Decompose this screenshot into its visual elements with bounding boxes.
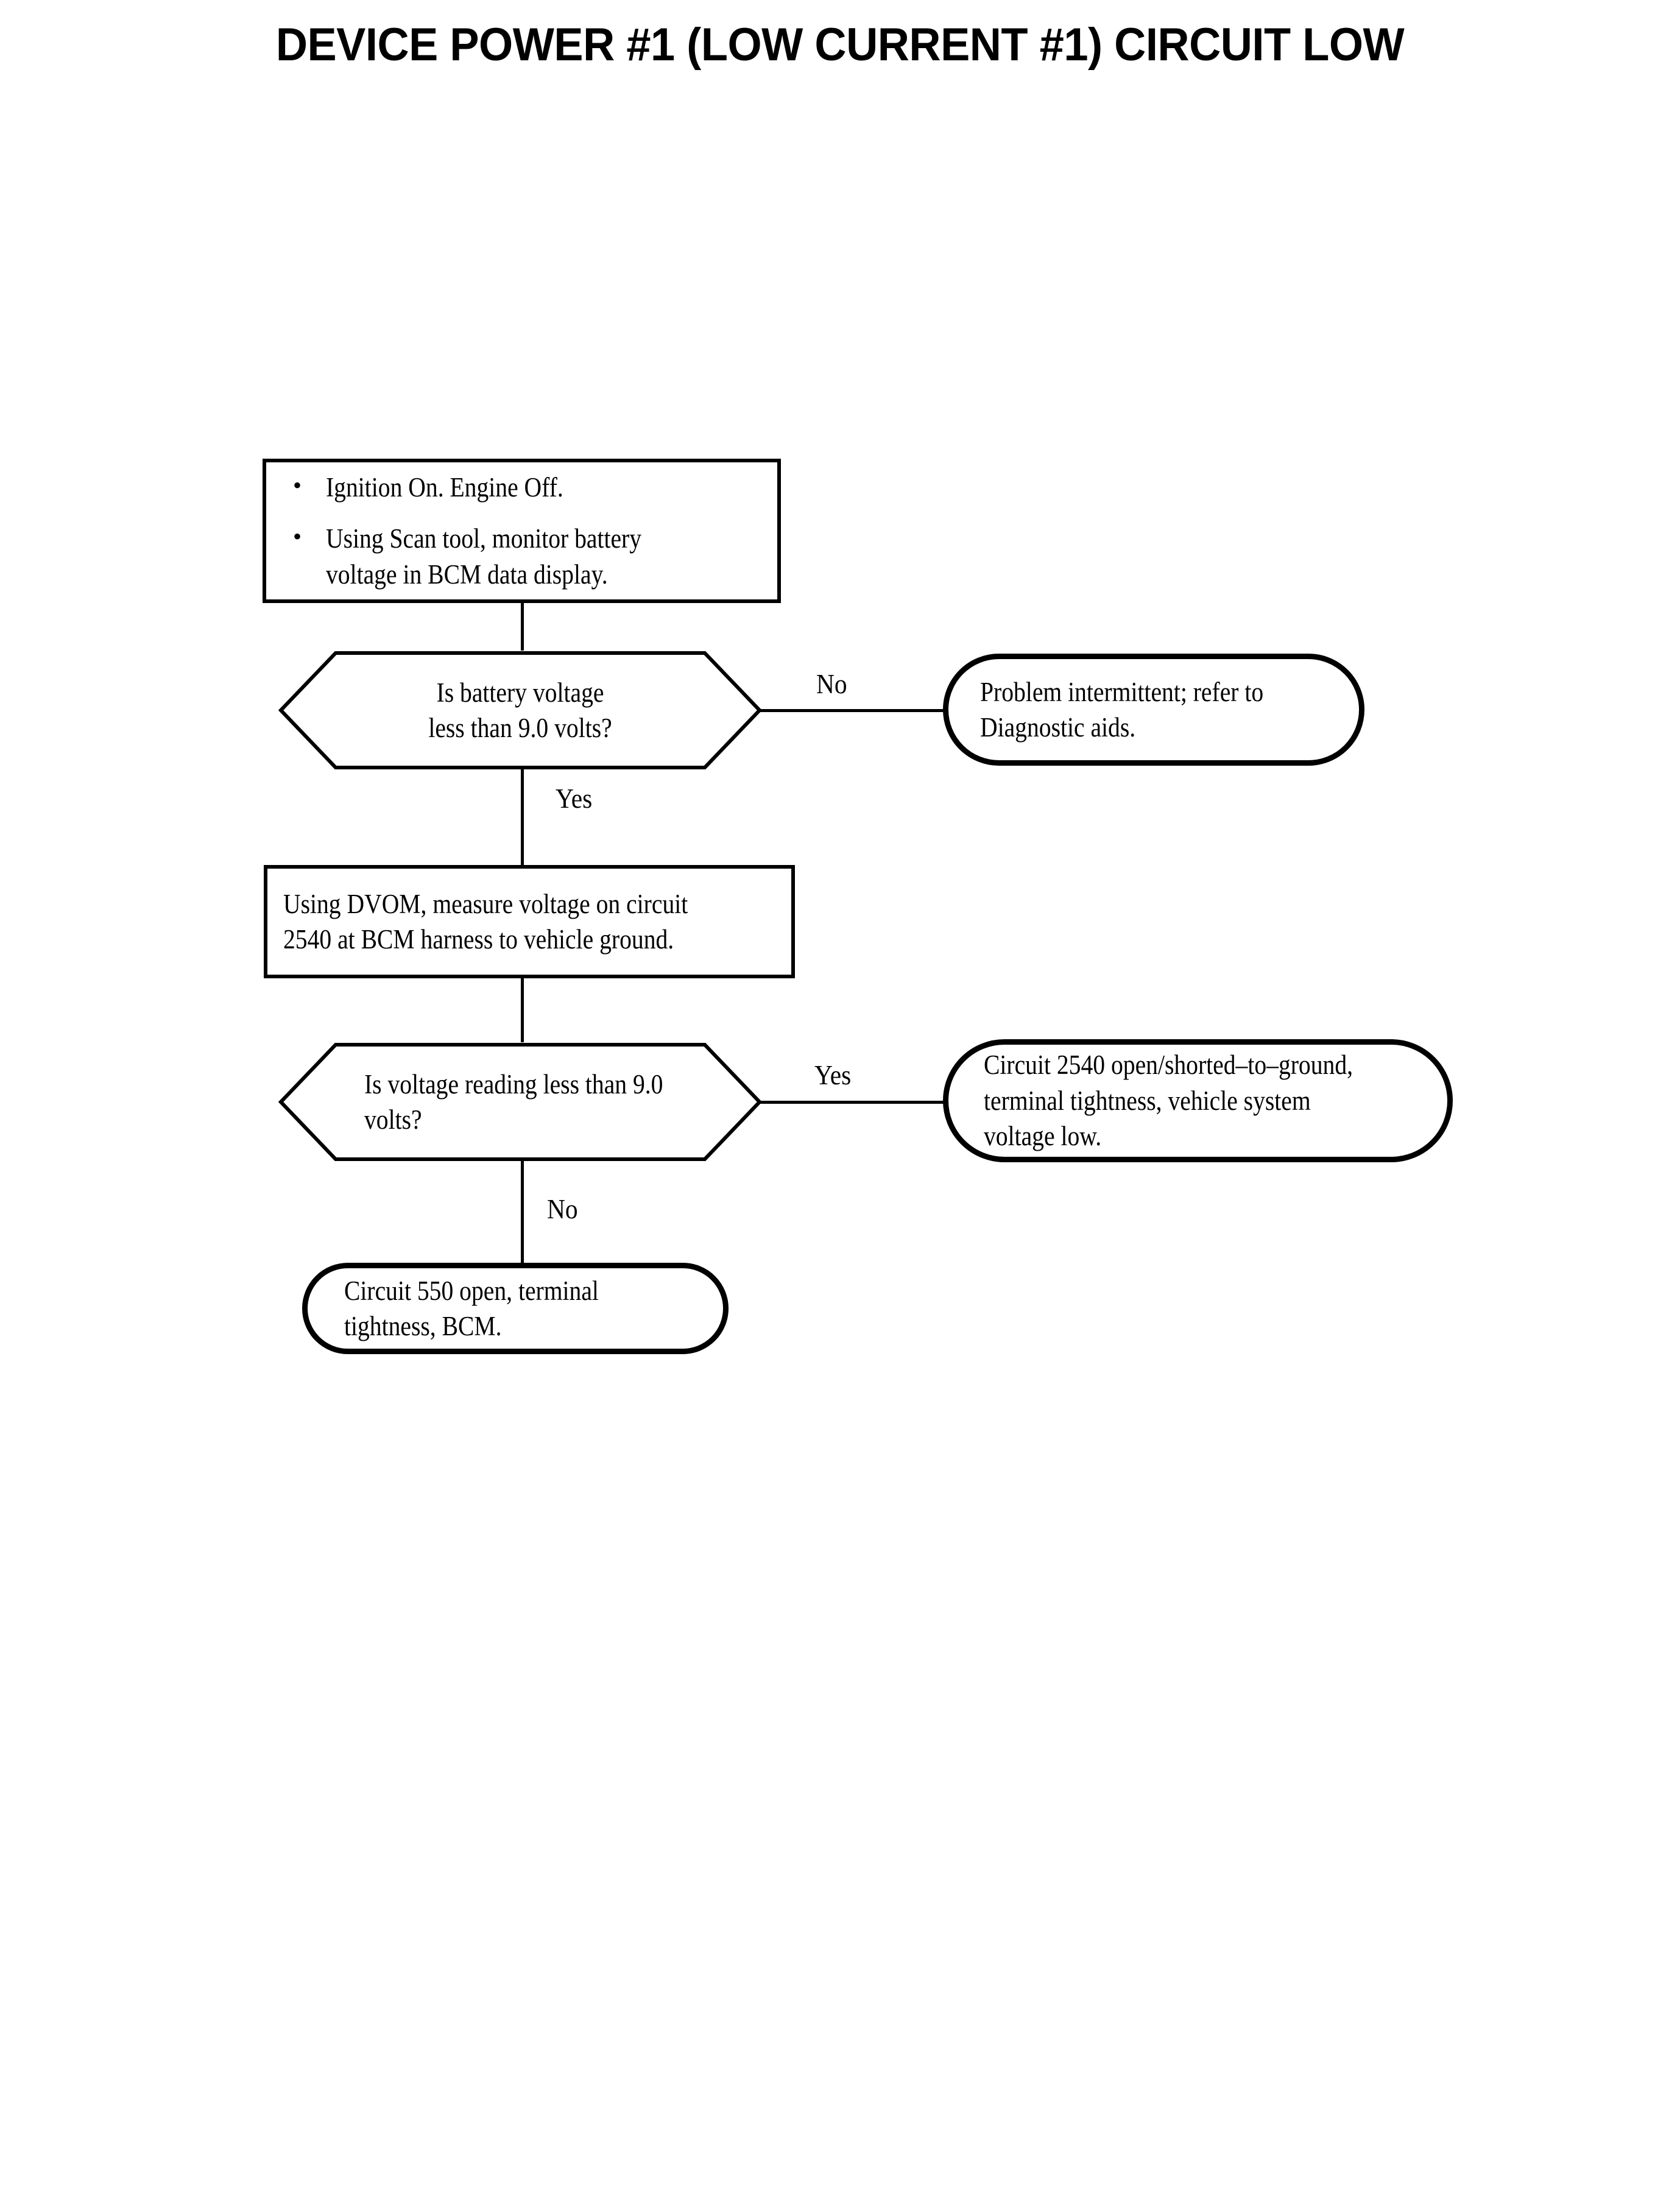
instruction-list: • Ignition On. Engine Off. • Using Scan …: [284, 470, 759, 593]
terminator-text: Circuit 2540 open/shorted–to–ground, ter…: [984, 1050, 1354, 1152]
connector-decision2-yes: [760, 1101, 945, 1104]
connector-decision1-yes: [521, 768, 524, 865]
bullet-icon: •: [293, 523, 302, 551]
decision-text: Is voltage reading less than 9.0 volts?: [364, 1068, 663, 1135]
branch-label-yes-2: Yes: [814, 1059, 852, 1090]
connector-decision1-no: [760, 709, 945, 712]
terminator-circuit-550: Circuit 550 open, terminal tightness, BC…: [302, 1263, 729, 1354]
connector-step2-to-decision2: [521, 978, 524, 1042]
instruction-text: Using DVOM, measure voltage on circuit 2…: [283, 888, 688, 955]
process-box-step-2: Using DVOM, measure voltage on circuit 2…: [264, 865, 795, 978]
connector-decision2-no: [521, 1159, 524, 1263]
terminator-circuit-2540: Circuit 2540 open/shorted–to–ground, ter…: [943, 1039, 1453, 1162]
decision-hexagon-voltage-reading: Is voltage reading less than 9.0 volts?: [278, 1042, 763, 1162]
terminator-problem-intermittent: Problem intermittent; refer to Diagnosti…: [943, 654, 1364, 766]
instruction-text: Using Scan tool, monitor battery voltage…: [326, 523, 642, 590]
connector-step1-to-decision1: [521, 603, 524, 651]
decision-label-wrap: Is voltage reading less than 9.0 volts?: [364, 1042, 705, 1162]
decision-text: Is battery voltage less than 9.0 volts?: [428, 677, 612, 744]
branch-label-yes-1: Yes: [556, 783, 593, 814]
page-title: DEVICE POWER #1 (LOW CURRENT #1) CIRCUIT…: [275, 19, 1405, 71]
branch-label-no-2: No: [547, 1193, 578, 1224]
terminator-text: Problem intermittent; refer to Diagnosti…: [980, 676, 1264, 743]
process-box-step-1: • Ignition On. Engine Off. • Using Scan …: [263, 459, 781, 603]
decision-hexagon-battery-voltage: Is battery voltage less than 9.0 volts?: [278, 651, 763, 770]
instruction-text: Ignition On. Engine Off.: [326, 471, 563, 503]
list-item: • Ignition On. Engine Off.: [284, 470, 759, 506]
decision-label-wrap: Is battery voltage less than 9.0 volts?: [351, 651, 690, 770]
bullet-icon: •: [293, 471, 302, 499]
branch-label-no-1: No: [816, 668, 847, 699]
list-item: • Using Scan tool, monitor battery volta…: [284, 521, 759, 592]
terminator-text: Circuit 550 open, terminal tightness, BC…: [344, 1275, 599, 1342]
